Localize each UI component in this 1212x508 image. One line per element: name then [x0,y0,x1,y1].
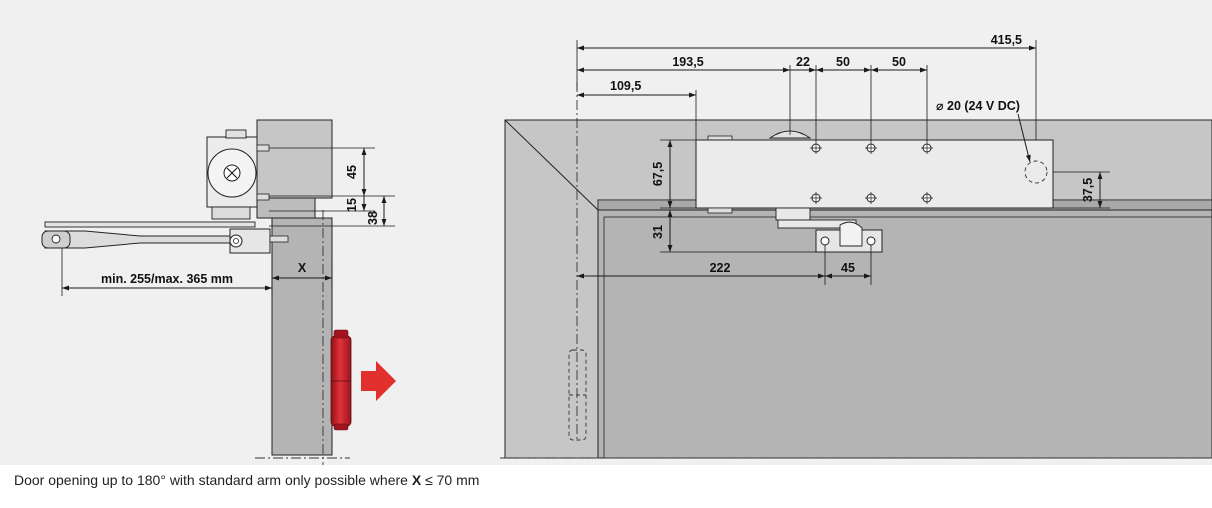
dim-31-label: 31 [651,225,665,239]
door-leaf-front [597,209,1212,459]
dim-15-label: 15 [345,198,359,212]
frame-stop [256,197,316,219]
dim-50-b-label: 50 [892,55,906,69]
arm-shoe [815,221,883,253]
arm-length-label: min. 255/max. 365 mm [101,272,233,286]
frame-head [256,119,333,199]
dim-415-5-label: 415,5 [991,33,1022,47]
dim-45-front-label: 45 [841,261,855,275]
dim-37-5-label: 37,5 [1081,178,1095,202]
arm-side [41,221,289,254]
dim-193-5-label: 193,5 [672,55,703,69]
dim-222-label: 222 [710,261,731,275]
red-hinge [330,329,352,431]
dim-50-a-label: 50 [836,55,850,69]
opening-direction-arrow-icon [361,361,396,401]
dim-x-label: X [298,261,307,275]
caption-text-before: Door opening up to 180° with standard ar… [14,472,412,488]
door-leaf [271,217,333,456]
dim-109-5-label: 109,5 [610,79,641,93]
power-hole-label: ⌀ 20 (24 V DC) [936,99,1020,113]
caption: Door opening up to 180° with standard ar… [14,472,479,488]
closer-side [206,129,270,220]
caption-text-after: ≤ 70 mm [421,472,480,488]
dim-38-label: 38 [366,211,380,225]
dim-45-label: 45 [345,165,359,179]
dim-67-5-label: 67,5 [651,162,665,186]
closer-body [695,130,1054,229]
front-view: 415,5 193,5 22 50 50 109,5 ⌀ 20 (24 V DC… [500,33,1212,459]
dim-22-label: 22 [796,55,810,69]
caption-symbol-x: X [411,472,422,488]
mounting-holes [810,142,1048,204]
technical-drawing: 45 15 38 min. 255/max. 365 mm X [41,33,1212,465]
side-view: 45 15 38 min. 255/max. 365 mm X [41,119,396,465]
